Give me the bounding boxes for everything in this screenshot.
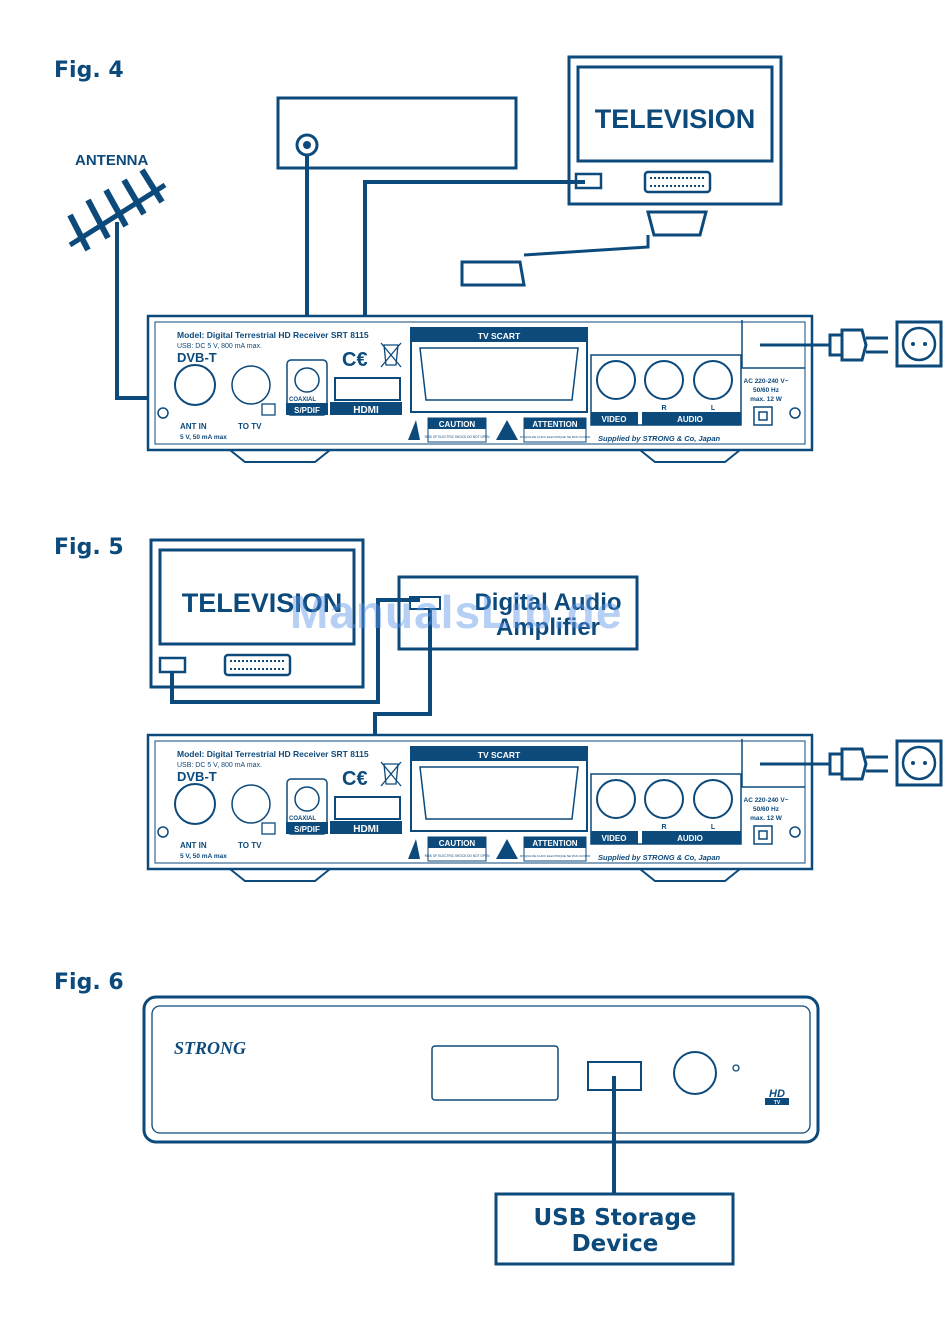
fig4-label: Fig. 4 xyxy=(54,58,124,83)
dvb-logo: DVB-T xyxy=(177,769,217,784)
supplier-text: Supplied by STRONG & Co, Japan xyxy=(598,434,721,443)
video-label: VIDEO xyxy=(602,415,627,424)
power-rating-1: AC 220-240 V~ xyxy=(744,378,789,385)
audio-r-label: R xyxy=(661,405,666,412)
caution-label: CAUTION xyxy=(439,420,476,429)
watermark: ManualsLib.de xyxy=(290,586,623,638)
tv-scart-label: TV SCART xyxy=(478,750,521,760)
receiver-front-fig6 xyxy=(142,995,820,1144)
hd-badge-sub: TV xyxy=(774,1100,781,1106)
usb-rating-text: USB: DC 5 V, 800 mA max. xyxy=(177,762,262,769)
audio-label: AUDIO xyxy=(677,415,703,424)
usb-storage-device-box xyxy=(494,1192,735,1266)
tv-scart-label: TV SCART xyxy=(478,331,521,341)
usb-label-2: Device xyxy=(572,1231,659,1257)
usb-label-1: USB Storage xyxy=(533,1205,696,1231)
attention-sub-label: RISQUE DE CHOC ELECTRIQUE NE PAS OUVRIR xyxy=(520,435,591,439)
power-rating-3: max. 12 W xyxy=(750,396,783,403)
fig5-label: Fig. 5 xyxy=(54,535,124,560)
usb-rating-text: USB: DC 5 V, 800 mA max. xyxy=(177,343,262,350)
ant-in-label: ANT IN xyxy=(180,422,207,431)
spdif-label: S/PDIF xyxy=(294,406,320,415)
caution-sub-label: RISK OF ELECTRIC SHOCK DO NOT OPEN xyxy=(425,854,490,858)
scart-cable-icon xyxy=(460,210,708,287)
attention-label: ATTENTION xyxy=(532,839,577,848)
antenna-icon xyxy=(67,168,167,252)
power-rating-2: 50/60 Hz xyxy=(753,806,780,813)
television-fig5 xyxy=(149,538,365,689)
to-tv-label: TO TV xyxy=(238,841,262,850)
digital-audio-amplifier-box xyxy=(397,575,639,651)
ant-rating-label: 5 V, 50 mA max xyxy=(180,853,227,860)
audio-device-box xyxy=(276,96,518,170)
antenna-label: ANTENNA xyxy=(75,152,148,169)
ant-rating-label: 5 V, 50 mA max xyxy=(180,434,227,441)
hdmi-label: HDMI xyxy=(353,824,379,835)
spdif-label: S/PDIF xyxy=(294,825,320,834)
caution-sub-label: RISK OF ELECTRIC SHOCK DO NOT OPEN xyxy=(425,435,490,439)
caution-label: CAUTION xyxy=(439,839,476,848)
television-fig4 xyxy=(567,55,783,206)
hdmi-label: HDMI xyxy=(353,405,379,416)
attention-sub-label: RISQUE DE CHOC ELECTRIQUE NE PAS OUVRIR xyxy=(520,854,591,858)
amplifier-label-2: Amplifier xyxy=(496,614,600,641)
coaxial-label: COAXIAL xyxy=(289,816,316,822)
video-label: VIDEO xyxy=(602,834,627,843)
model-text: Model: Digital Terrestrial HD Receiver S… xyxy=(177,330,369,340)
audio-label: AUDIO xyxy=(677,834,703,843)
strong-brand-logo: STRONG xyxy=(174,1038,246,1058)
model-text: Model: Digital Terrestrial HD Receiver S… xyxy=(177,749,369,759)
audio-l-label: L xyxy=(711,405,716,412)
tv-label-fig4: TELEVISION xyxy=(595,104,756,134)
dvb-logo: DVB-T xyxy=(177,350,217,365)
attention-label: ATTENTION xyxy=(532,420,577,429)
to-tv-label: TO TV xyxy=(238,422,262,431)
audio-l-label: L xyxy=(711,824,716,831)
amplifier-label-1: Digital Audio xyxy=(474,589,621,616)
tv-label-fig5: TELEVISION xyxy=(182,588,343,618)
ant-in-label: ANT IN xyxy=(180,841,207,850)
fig6-label: Fig. 6 xyxy=(54,970,124,995)
supplier-text: Supplied by STRONG & Co, Japan xyxy=(598,853,721,862)
power-rating-1: AC 220-240 V~ xyxy=(744,797,789,804)
power-rating-3: max. 12 W xyxy=(750,815,783,822)
audio-r-label: R xyxy=(661,824,666,831)
hd-badge: HD xyxy=(769,1088,785,1100)
coaxial-label: COAXIAL xyxy=(289,397,316,403)
power-rating-2: 50/60 Hz xyxy=(753,387,780,394)
